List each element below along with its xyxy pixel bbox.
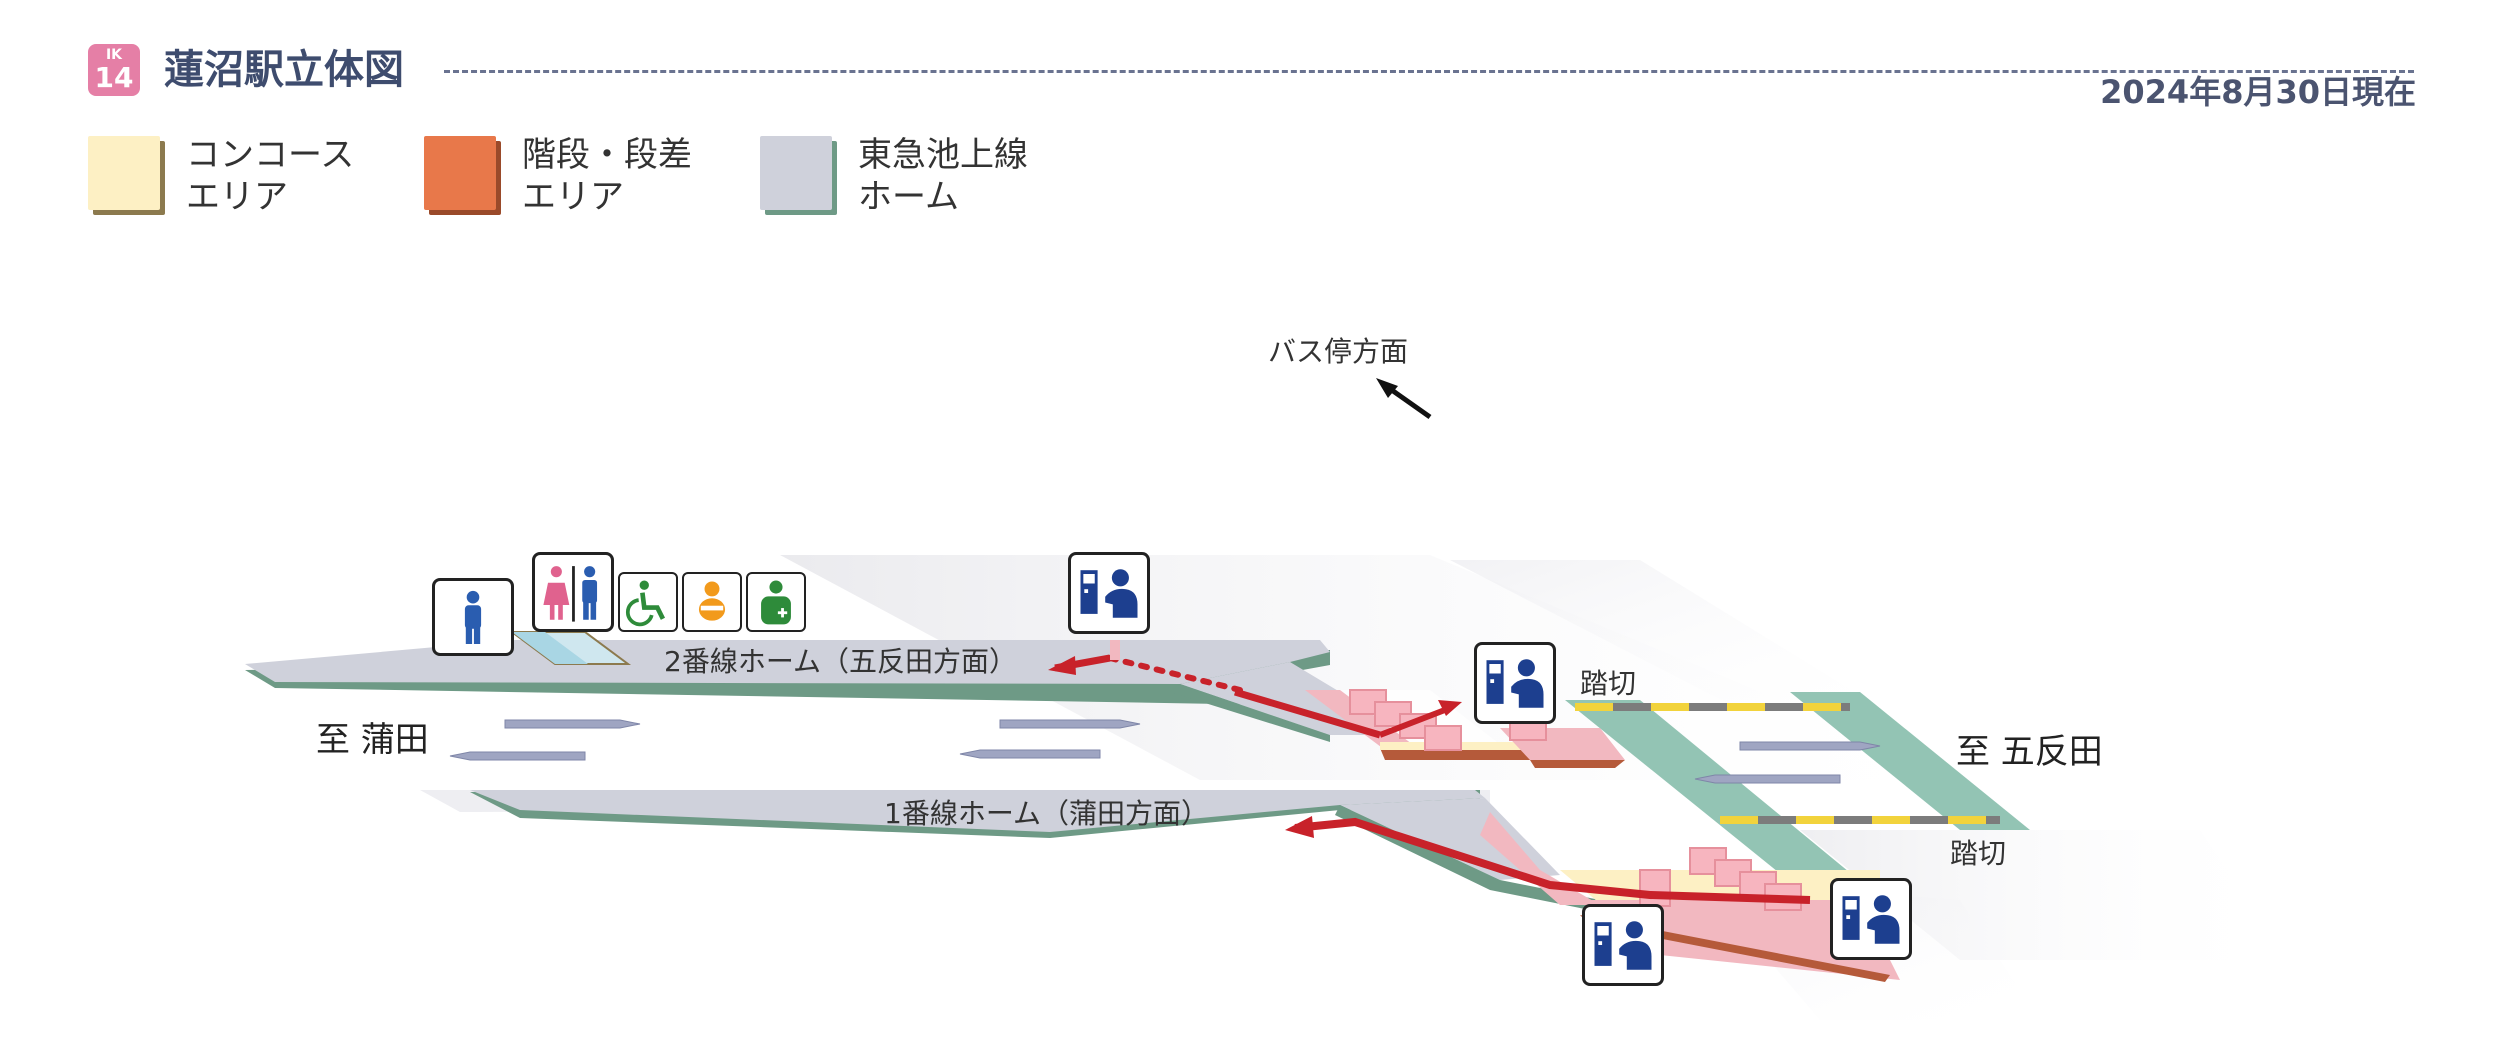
direction-to-kamata: 至 蒲田 [316,720,429,760]
station-number-badge: IK 14 [88,44,140,96]
crossing-label-top: 踏切 [1580,667,1637,700]
line-code: IK [105,47,123,63]
crossing-label-bottom: 踏切 [1950,837,2007,870]
direction-to-gotanda: 至 五反田 [1956,732,2103,772]
upper-concourse [1305,689,1625,768]
toilet-icon [532,552,614,632]
legend-swatch-concourse [88,136,160,210]
as-of-date: 2024年8月30日現在 [2100,73,2416,111]
railway-crossing-band [1565,692,2030,918]
bus-direction-arrow [1376,378,1432,420]
ticket-machine-icon [1474,642,1556,724]
ticket-machine-icon [1830,878,1912,960]
ticket-machine-icon [1582,904,1664,986]
ostomate-icon [746,572,806,632]
accessible-toilet-icon [618,572,678,632]
platform-1-label: 1番線ホーム（蒲田方面） [884,797,1209,830]
ticket-machine-icon [1068,552,1150,634]
toilet-male-icon [432,578,514,656]
direction-arrows [449,719,1881,784]
platform-2-label: 2番線ホーム（五反田方面） [664,645,1017,678]
baby-room-icon [682,572,742,632]
page-title: 蓮沼駅立体図 [164,47,404,93]
title-divider [444,70,2414,73]
legend-label-concourse: コンコース エリア [186,135,355,217]
legend: コンコース エリア 階段・段差 エリア 東急池上線 ホーム [88,135,1088,226]
legend-label-stairs: 階段・段差 エリア [522,135,692,217]
bus-stop-direction-label: バス停方面 [1268,335,1409,368]
legend-swatch-platform [760,136,832,210]
accessible-route [1048,640,1811,904]
station-number: 14 [94,61,134,94]
legend-label-platform: 東急池上線 ホーム [858,135,1028,217]
legend-swatch-stairs [424,136,496,210]
